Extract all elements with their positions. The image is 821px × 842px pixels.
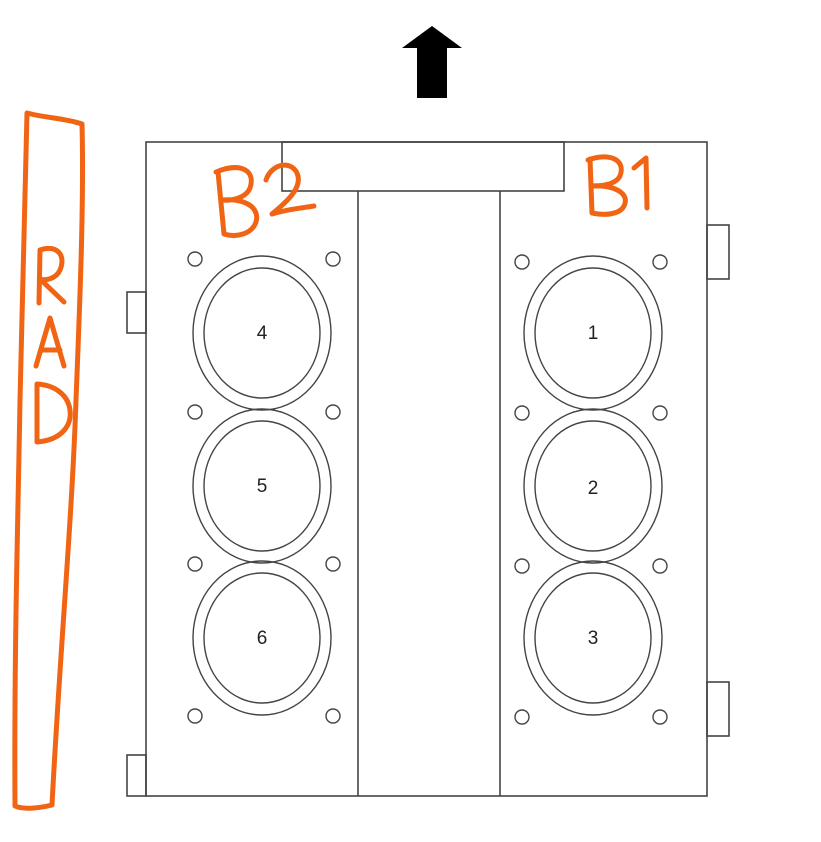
top-plate <box>281 141 565 192</box>
cylinder-4-label: 4 <box>257 323 268 344</box>
cylinder-3-label: 3 <box>588 628 599 649</box>
cylinder-6-bore <box>203 572 321 704</box>
cylinder-labels: 4 5 6 1 2 3 <box>257 323 599 649</box>
bank2-annotation <box>213 162 317 238</box>
bank2-bores <box>203 267 321 704</box>
cylinder-3-bore <box>534 572 652 704</box>
radiator-outline <box>12 110 86 811</box>
radiator-annotation <box>12 110 86 811</box>
left-tab-lower <box>126 754 147 797</box>
cylinder-6-label: 6 <box>257 628 268 649</box>
bank1-annotation <box>585 154 650 217</box>
cylinder-1-bore <box>534 267 652 399</box>
cylinder-5-label: 5 <box>257 476 268 497</box>
bank2-gasket <box>192 255 332 716</box>
cylinder-1-label: 1 <box>588 323 599 344</box>
engine-block <box>126 141 730 797</box>
cylinder-2-label: 2 <box>588 478 599 499</box>
head-bolt-holes <box>187 251 668 725</box>
left-tab-upper <box>126 291 147 334</box>
up-arrow-icon <box>402 26 462 98</box>
bank1-gasket <box>523 255 663 716</box>
right-tab-upper <box>706 224 730 280</box>
right-tab-lower <box>706 681 730 737</box>
bank1-bores <box>534 267 652 704</box>
cylinder-4-bore <box>203 267 321 399</box>
cylinder-5-bore <box>203 420 321 552</box>
cylinder-2-bore <box>534 420 652 552</box>
